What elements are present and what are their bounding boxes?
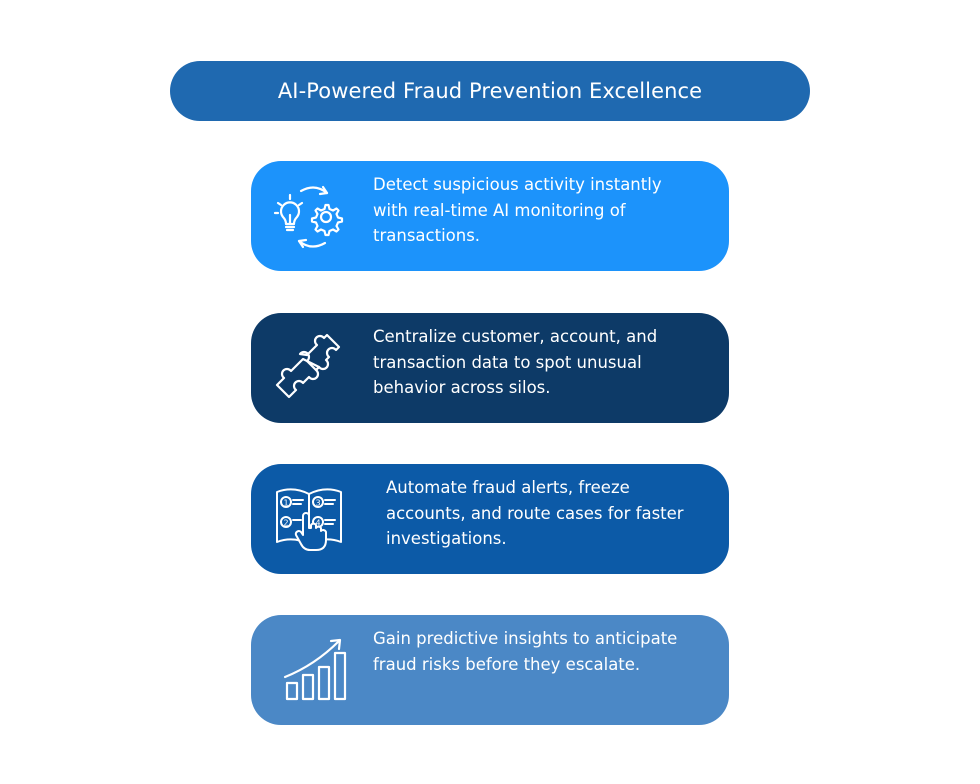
feature-card-centralized-data: Centralize customer, account, and transa… [251, 313, 729, 423]
growth-chart-arrow-icon [273, 635, 349, 707]
svg-text:4: 4 [315, 519, 320, 528]
svg-text:2: 2 [283, 519, 288, 528]
page-title: AI-Powered Fraud Prevention Excellence [277, 79, 703, 103]
feature-card-text: Detect suspicious activity instantly wit… [373, 175, 662, 245]
svg-text:1: 1 [283, 499, 288, 508]
feature-card-text: Centralize customer, account, and transa… [373, 327, 658, 397]
feature-card-text: Gain predictive insights to anticipate f… [373, 629, 678, 674]
puzzle-pieces-icon [273, 333, 349, 405]
feature-card-automation: 1 3 2 4 Automate fraud alerts, freeze ac… [251, 464, 729, 574]
feature-card-predictive-insights: Gain predictive insights to anticipate f… [251, 615, 729, 725]
title-banner: AI-Powered Fraud Prevention Excellence [170, 61, 810, 121]
lightbulb-gear-cycle-icon [273, 181, 349, 253]
svg-text:3: 3 [315, 499, 320, 508]
numbered-book-hand-icon: 1 3 2 4 [273, 484, 349, 556]
feature-card-text: Automate fraud alerts, freeze accounts, … [386, 478, 684, 548]
feature-card-realtime-monitoring: Detect suspicious activity instantly wit… [251, 161, 729, 271]
